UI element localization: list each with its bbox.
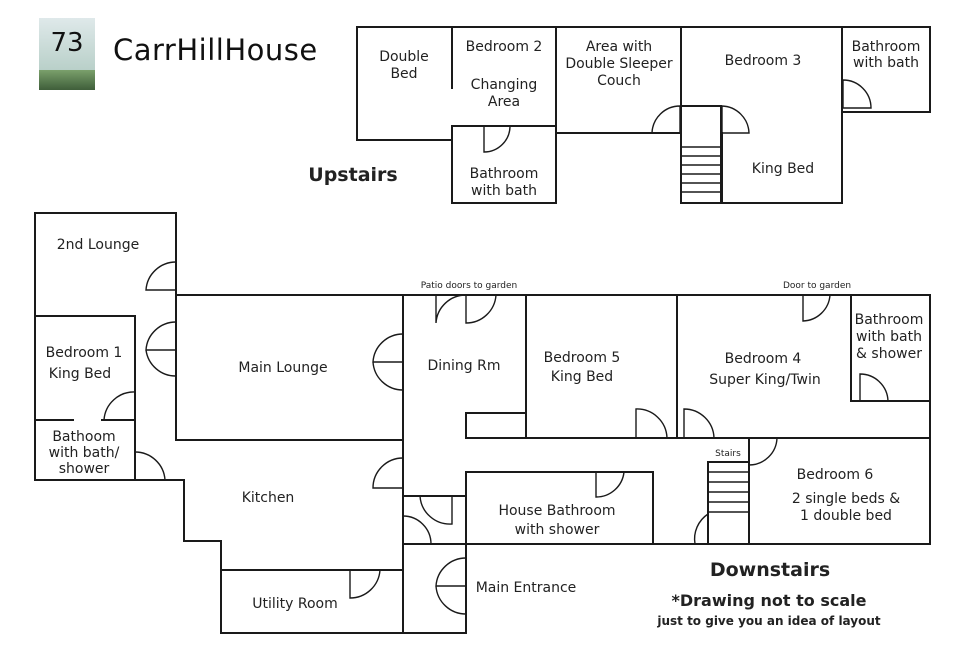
brand-badge: 73 [39,18,95,90]
label-bedroom-6-beds-2: 1 double bed [800,508,892,524]
label-changing-1: Changing [471,77,538,93]
label-king-bed-up: King Bed [752,161,814,177]
downstairs-labels: 2nd Lounge Bedroom 1 King Bed Bathoom wi… [46,237,924,628]
label-area-sleeper-3: Couch [597,73,641,89]
label-house-bath-2: with shower [515,522,600,538]
label-bedroom-5: Bedroom 5 [544,350,621,366]
upstairs-staircase [680,105,722,204]
label-bedroom-3: Bedroom 3 [725,53,802,69]
label-2nd-lounge: 2nd Lounge [57,237,139,253]
label-double-bed-2: Bed [390,66,417,82]
label-bath-up-mid-1: Bathroom [470,166,539,182]
label-stairs: Stairs [715,449,741,459]
brand-sky [39,18,95,70]
label-dining: Dining Rm [427,358,500,374]
property-title: CarrHillHouse [113,33,318,67]
label-bath4-2: with bath [856,329,922,345]
label-bedroom-4-bed: Super King/Twin [709,372,820,388]
label-bath4-1: Bathroom [855,312,924,328]
label-bath1-1: Bathoom [52,429,115,445]
label-bath4-3: & shower [856,346,922,362]
label-bedroom-2: Bedroom 2 [466,39,543,55]
label-bedroom-6-beds: 2 single beds & [792,491,900,507]
downstairs-heading: Downstairs [710,559,830,581]
scale-subnote: just to give you an idea of layout [656,614,881,628]
label-main-lounge: Main Lounge [238,360,327,376]
label-area-sleeper-1: Area with [586,39,652,55]
label-bath-up-right-1: Bathroom [852,39,921,55]
upstairs-heading: Upstairs [308,164,397,186]
label-bedroom-1: Bedroom 1 [46,345,123,361]
label-bedroom-6: Bedroom 6 [797,467,874,483]
downstairs-staircase [707,461,750,545]
label-double-bed-1: Double [379,49,429,65]
label-main-entrance: Main Entrance [476,580,577,596]
label-bedroom-1-bed: King Bed [49,366,111,382]
label-bath1-2: with bath/ [49,445,120,461]
downstairs-walls [34,212,931,634]
downstairs-doors [103,261,889,615]
upstairs-labels: Double Bed Bedroom 2 Changing Area Area … [308,39,920,199]
label-bedroom-4: Bedroom 4 [725,351,802,367]
label-bedroom-5-bed: King Bed [551,369,613,385]
label-area-sleeper-2: Double Sleeper [565,56,673,72]
label-door-to-garden: Door to garden [783,281,851,291]
scale-note: *Drawing not to scale [672,591,867,610]
label-bath1-3: shower [59,461,110,477]
label-patio-doors: Patio doors to garden [421,281,518,291]
brand-landscape [39,70,95,90]
label-house-bath-1: House Bathroom [498,503,615,519]
label-utility: Utility Room [252,596,338,612]
upstairs-doors [483,79,872,153]
label-bath-up-mid-2: with bath [471,183,537,199]
label-kitchen: Kitchen [242,490,295,506]
label-bath-up-right-2: with bath [853,55,919,71]
label-changing-2: Area [488,94,520,110]
brand-number: 73 [50,28,84,58]
